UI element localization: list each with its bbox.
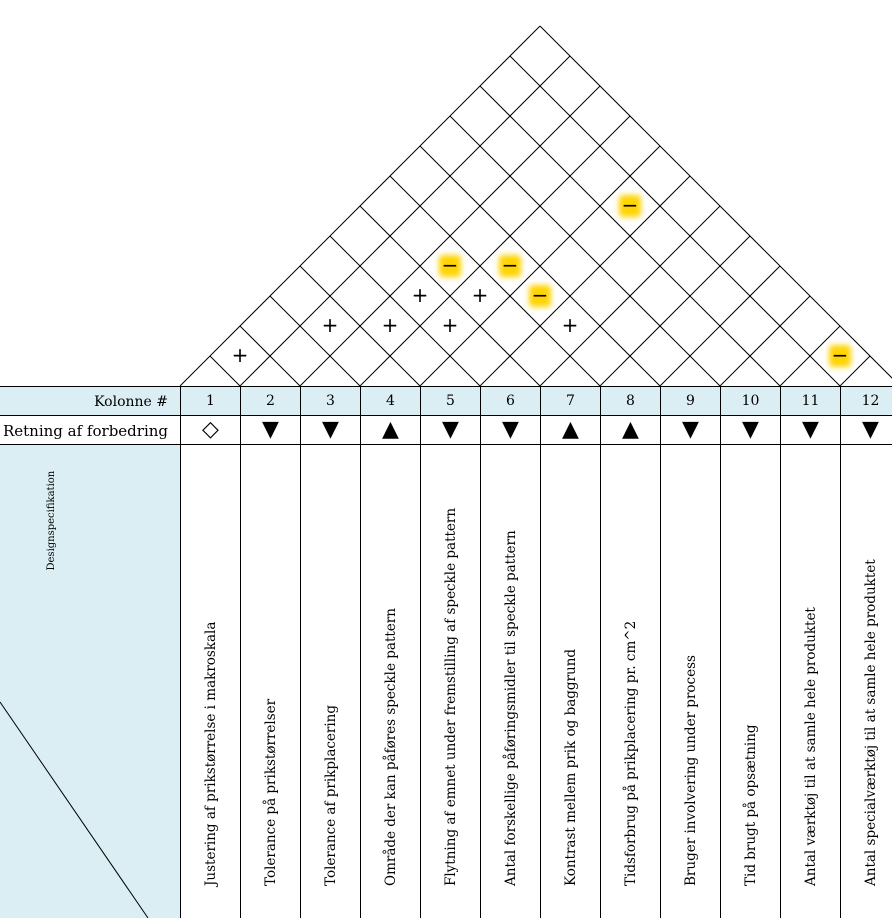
spec-column-8: Tidsforbrug på prikplacering pr. cm^2 — [600, 445, 660, 918]
direction-3: ▼ — [300, 416, 360, 444]
roof-gridline — [239, 55, 571, 387]
correlation-3-5: + — [382, 313, 399, 337]
correlation-11-12: − — [829, 343, 851, 367]
spec-label-box — [0, 445, 180, 918]
roof-gridline — [389, 175, 601, 387]
spec-text-3: Tolerance af prikplacering — [322, 704, 339, 886]
column-number-1: 1 — [180, 387, 240, 415]
spec-column-11: Antal værktøj til at samle hele produkte… — [780, 445, 840, 918]
roof-gridline — [839, 355, 871, 387]
roof-gridline — [239, 325, 301, 387]
correlation-3-6: + — [412, 283, 429, 307]
correlation-5-8: − — [529, 283, 551, 307]
column-number-12: 12 — [840, 387, 892, 415]
direction-5: ▼ — [420, 416, 480, 444]
roof-gridline — [719, 295, 811, 387]
spec-column-3: Tolerance af prikplacering — [300, 445, 360, 918]
column-number-4: 4 — [360, 387, 420, 415]
correlation-symbol: − — [832, 343, 849, 367]
column-number-9: 9 — [660, 387, 720, 415]
spec-column-2: Tolerance på prikstørrelser — [240, 445, 300, 918]
spec-column-9: Bruger involvering under process — [660, 445, 720, 918]
direction-row: Retning af forbedring ◇▼▼▲▼▼▲▲▼▼▼▼ — [0, 416, 892, 445]
column-number-2: 2 — [240, 387, 300, 415]
roof-gridline — [479, 85, 781, 387]
correlation-roof: ++++−++−−−+− — [179, 25, 892, 387]
roof-gridline — [479, 175, 691, 387]
direction-9: ▼ — [660, 416, 720, 444]
direction-4: ▲ — [360, 416, 420, 444]
roof-gridline — [269, 295, 361, 387]
roof-gridline — [359, 115, 631, 387]
roof-gridline — [359, 205, 541, 387]
roof-gridline — [599, 235, 751, 387]
roof-gridline — [209, 355, 241, 387]
correlation-4-8: − — [499, 253, 521, 277]
roof-gridline — [419, 145, 661, 387]
correlation-symbol: − — [502, 253, 519, 277]
spec-text-10: Tid brugt på opsætning — [742, 724, 759, 886]
roof-gridline — [539, 25, 892, 379]
correlation-symbol: + — [442, 313, 459, 337]
column-number-10: 10 — [720, 387, 780, 415]
spec-text-5: Flytning af emnet under fremstilling af … — [442, 507, 459, 886]
column-number-8: 8 — [600, 387, 660, 415]
spec-text-7: Kontrast mellem prik og baggrund — [562, 648, 579, 886]
spec-text-8: Tidsforbrug på prikplacering pr. cm^2 — [622, 620, 639, 886]
direction-label: Retning af forbedring — [2, 422, 168, 440]
correlation-symbol: + — [382, 313, 399, 337]
direction-12: ▼ — [840, 416, 892, 444]
spec-column-10: Tid brugt på opsætning — [720, 445, 780, 918]
spec-text-4: Område der kan påføres speckle pattern — [382, 608, 399, 886]
spec-title: Designspecifikation — [46, 470, 58, 571]
spec-column-1: Justering af prikstørrelse i makroskala — [180, 445, 240, 918]
column-number-11: 11 — [780, 387, 840, 415]
roof-gridline — [329, 235, 481, 387]
column-number-7: 7 — [540, 387, 600, 415]
correlation-symbol: + — [562, 313, 579, 337]
column-number-6: 6 — [480, 387, 540, 415]
correlation-symbol: + — [322, 313, 339, 337]
column-number-3: 3 — [300, 387, 360, 415]
correlation-symbol: − — [442, 253, 459, 277]
spec-text-1: Justering af prikstørrelse i makroskala — [202, 621, 219, 886]
direction-8: ▲ — [600, 416, 660, 444]
correlation-6-8: + — [562, 313, 579, 337]
spec-text-9: Bruger involvering under process — [682, 655, 699, 886]
correlation-symbol: + — [232, 343, 249, 367]
spec-column-4: Område der kan påføres speckle pattern — [360, 445, 420, 918]
spec-column-5: Flytning af emnet under fremstilling af … — [420, 445, 480, 918]
correlation-5-11: − — [619, 193, 641, 217]
spec-area — [0, 445, 892, 918]
spec-text-6: Antal forskellige påføringsmidler til sp… — [502, 530, 519, 886]
column-number-5: 5 — [420, 387, 480, 415]
correlation-2-4: + — [322, 313, 339, 337]
spec-text-12: Antal specialværktøj til at samle hele p… — [862, 559, 879, 886]
correlation-1-2: + — [232, 343, 249, 367]
direction-10: ▼ — [720, 416, 780, 444]
spec-column-7: Kontrast mellem prik og baggrund — [540, 445, 600, 918]
correlation-symbol: − — [622, 193, 639, 217]
spec-column-6: Antal forskellige påføringsmidler til sp… — [480, 445, 540, 918]
correlation-symbol: + — [472, 283, 489, 307]
column-number-label: Kolonne # — [94, 394, 168, 410]
correlation-3-7: − — [439, 253, 461, 277]
correlation-4-6: + — [442, 313, 459, 337]
roof-gridline — [449, 115, 721, 387]
correlation-symbol: − — [532, 283, 549, 307]
direction-2: ▼ — [240, 416, 300, 444]
direction-7: ▲ — [540, 416, 600, 444]
roof-gridline — [299, 265, 421, 387]
direction-6: ▼ — [480, 416, 540, 444]
spec-column-12: Antal specialværktøj til at samle hele p… — [840, 445, 892, 918]
correlation-symbol: + — [412, 283, 429, 307]
spec-text-2: Tolerance på prikstørrelser — [262, 698, 279, 886]
direction-1: ◇ — [180, 416, 240, 444]
spec-text-11: Antal værktøj til at samle hele produkte… — [802, 607, 819, 886]
correlation-4-7: + — [472, 283, 489, 307]
roof-gridline — [509, 55, 841, 387]
direction-11: ▼ — [780, 416, 840, 444]
